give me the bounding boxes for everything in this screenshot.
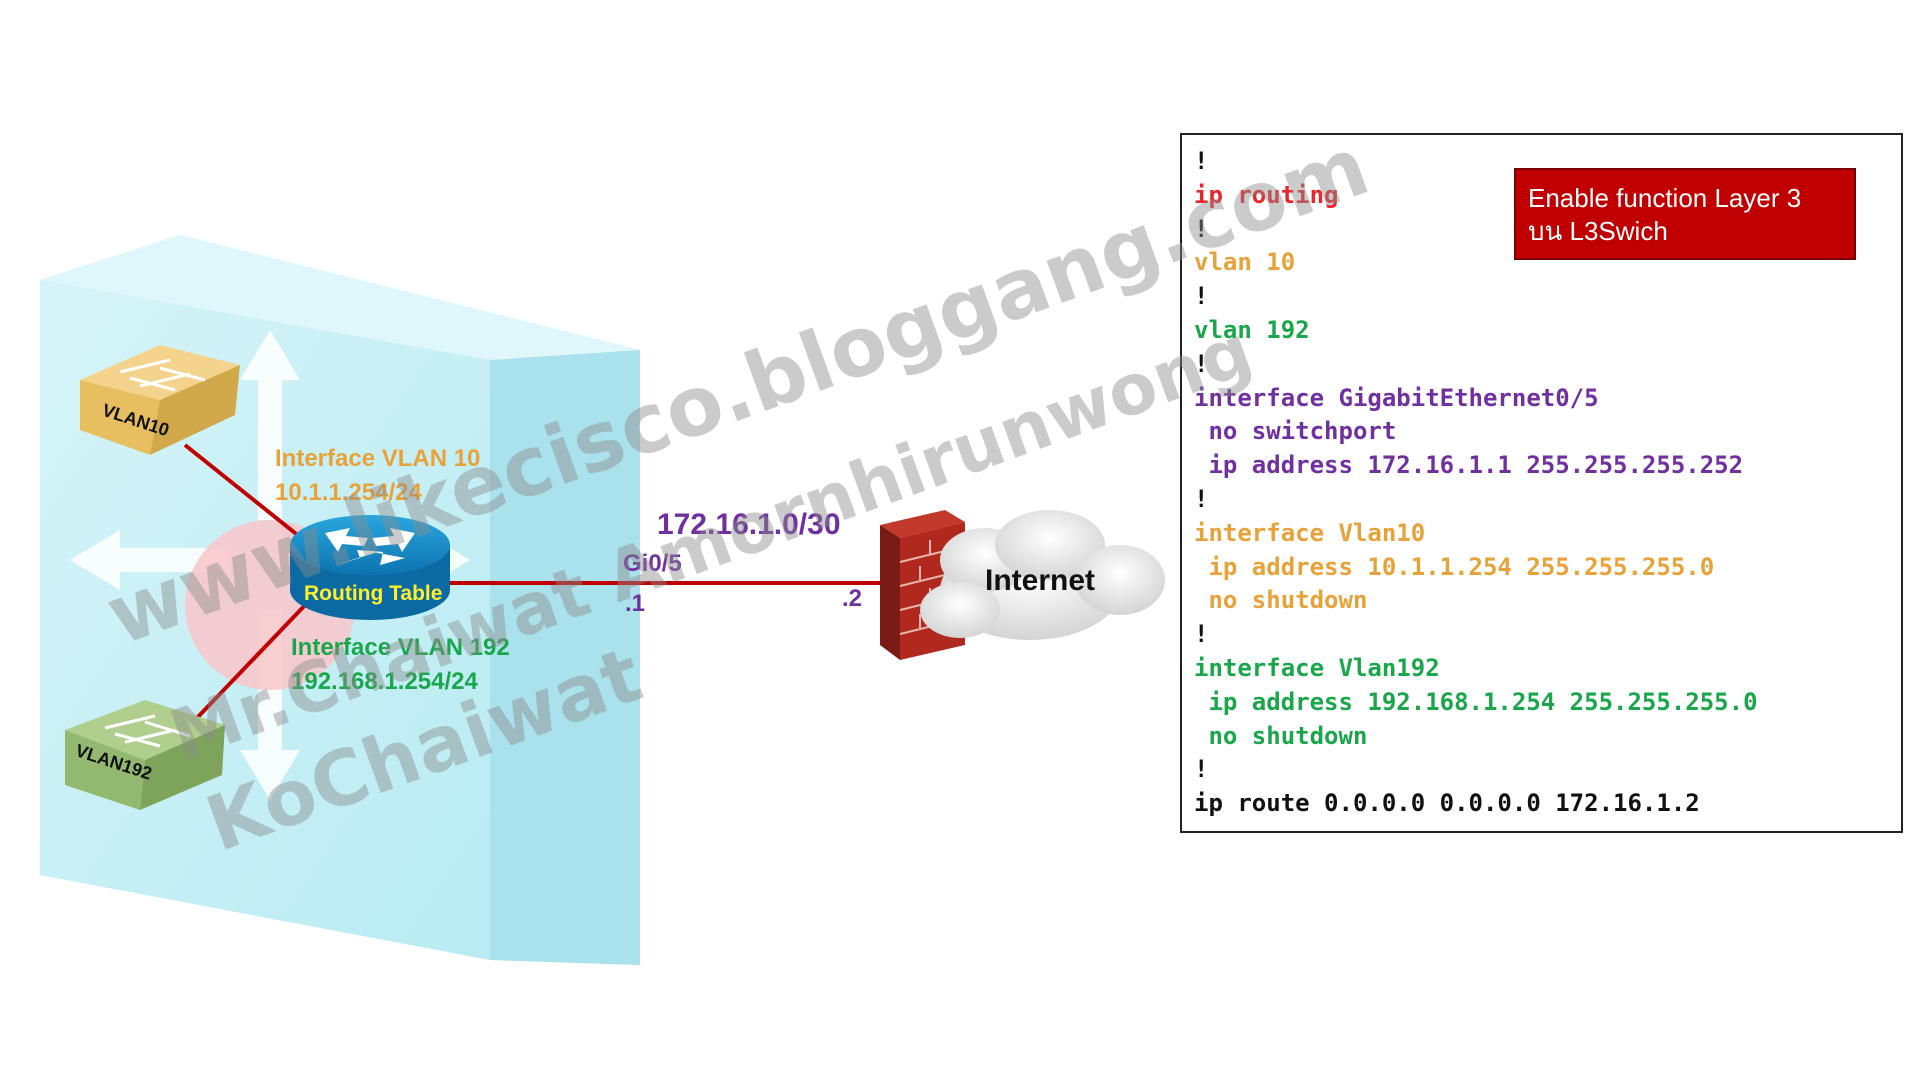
config-line: interface Vlan192 [1194,653,1440,682]
config-line: ! [1194,349,1209,378]
link-right-ip: .2 [842,585,863,612]
link-network-label: 172.16.1.0/30 [657,508,841,541]
vlan10-switch-icon [80,345,240,455]
config-line: ! [1194,484,1209,513]
interface-vlan10-label: Interface VLAN 10 [275,445,481,472]
config-line: ! [1194,282,1209,311]
config-line: vlan 10 [1194,248,1296,277]
interface-vlan192-label: Interface VLAN 192 [291,634,510,661]
config-line: no shutdown [1194,586,1368,615]
router-label: Routing Table [304,582,443,605]
config-lines: ! ip routing! vlan 10! vlan 192! interface G… [1194,145,1758,821]
config-line: ip address 192.168.1.254 255.255.255.0 [1194,687,1758,716]
link-left-ip: .1 [625,590,646,617]
config-line: ip routing [1194,180,1339,209]
config-line: ! [1194,755,1209,784]
config-line: ip route 0.0.0.0 0.0.0.0 172.16.1.2 [1194,789,1700,818]
config-line: ip address 10.1.1.254 255.255.255.0 [1194,552,1715,581]
router-icon [290,515,450,620]
config-line: vlan 192 [1194,315,1310,344]
config-line: no shutdown [1194,721,1368,750]
link-port-label: Gi0/5 [623,550,682,577]
interface-vlan10-ip: 10.1.1.254/24 [275,479,422,506]
vlan192-switch-icon [65,700,225,810]
callout-line1: Enable function Layer 3 [1528,183,1802,213]
internet-cloud-icon [920,510,1165,640]
config-line: interface Vlan10 [1194,518,1426,547]
internet-label: Internet [985,564,1096,597]
config-line: interface GigabitEthernet0/5 [1194,383,1599,412]
config-line: ! [1194,620,1209,649]
interface-vlan192-ip: 192.168.1.254/24 [291,668,478,695]
callout-box: Enable function Layer 3 บน L3Swich [1514,168,1856,260]
config-line: ip address 172.16.1.1 255.255.255.252 [1194,451,1744,480]
config-line: no switchport [1194,417,1397,446]
config-line: ! [1194,147,1209,175]
config-line: ! [1194,214,1209,243]
callout-line2: บน L3Swich [1528,216,1668,246]
